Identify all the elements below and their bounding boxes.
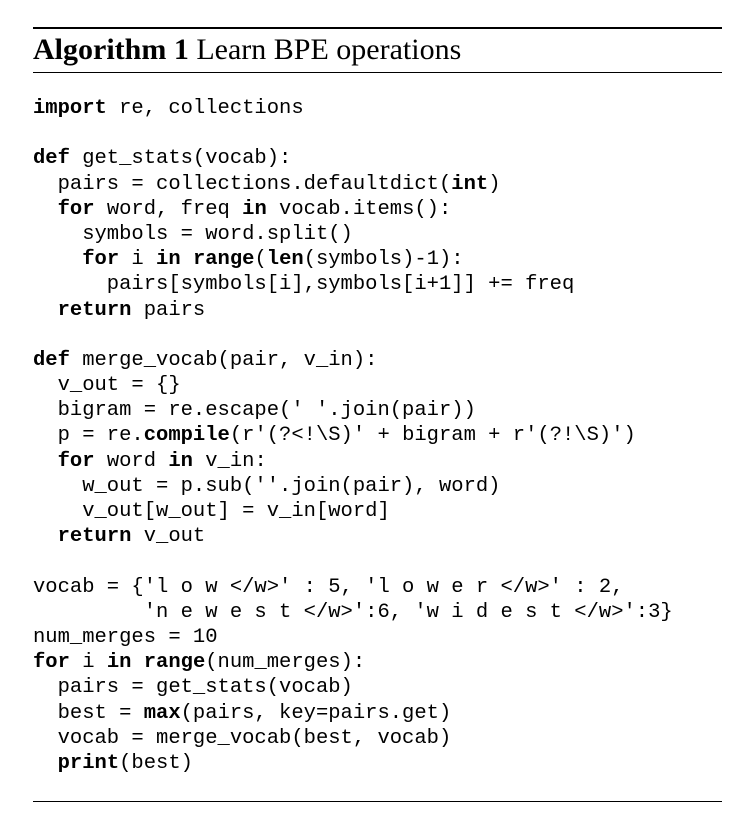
code-text: (pairs, key=pairs.get)	[180, 701, 452, 725]
code-text	[33, 450, 58, 473]
code-line: for word in v_in:	[33, 449, 673, 474]
code-line: p = re.compile(r'(?<!\S)' + bigram + r'(…	[33, 423, 673, 448]
code-text: re, collections	[106, 97, 304, 120]
code-text: get_stats(vocab):	[69, 147, 292, 171]
code-keyword: in	[106, 651, 132, 675]
code-line: bigram = re.escape(' '.join(pair))	[33, 398, 673, 423]
code-line: import re, collections	[33, 96, 673, 121]
code-keyword: def	[33, 147, 70, 171]
code-keyword: range	[192, 248, 255, 272]
code-text	[131, 651, 143, 674]
blank-line	[33, 549, 673, 574]
code-text	[33, 752, 58, 775]
code-text	[33, 299, 58, 322]
code-line: def get_stats(vocab):	[33, 146, 673, 171]
code-text	[181, 248, 193, 271]
blank-line	[33, 121, 673, 146]
code-line: for word, freq in vocab.items():	[33, 197, 673, 222]
code-keyword: def	[33, 348, 70, 372]
code-keyword: for	[33, 651, 70, 675]
code-line: vocab = merge_vocab(best, vocab)	[33, 726, 673, 751]
code-text: bigram = re.escape(' '.join(pair))	[33, 399, 476, 423]
code-text: word	[94, 449, 169, 473]
blank-line	[33, 323, 673, 348]
code-keyword: max	[143, 701, 181, 725]
algorithm-caption: Learn BPE operations	[188, 33, 462, 66]
code-text: v_out	[131, 525, 206, 549]
code-keyword: range	[143, 651, 206, 675]
code-text: w_out = p.sub(''.join(pair), word)	[33, 474, 501, 498]
code-line: return pairs	[33, 298, 673, 323]
code-text: v_out = {}	[33, 374, 181, 398]
code-text: vocab = {'l o w </w>' : 5, 'l o w e r </…	[33, 575, 624, 599]
code-line: return v_out	[33, 524, 673, 549]
code-text: pairs = get_stats(vocab)	[33, 676, 353, 700]
code-text: pairs[symbols[i],symbols[i+1]] += freq	[33, 273, 575, 297]
code-keyword: for	[57, 449, 95, 473]
code-line: pairs = get_stats(vocab)	[33, 675, 673, 700]
algorithm-title: Algorithm 1 Learn BPE operations	[33, 31, 461, 69]
code-line: for i in range(len(symbols)-1):	[33, 247, 673, 272]
code-text: word, freq	[94, 197, 243, 221]
code-text: (r'(?<!\S)' + bigram + r'(?!\S)')	[229, 424, 636, 448]
title-rule	[33, 72, 722, 73]
code-line: v_out[w_out] = v_in[word]	[33, 499, 673, 524]
code-keyword: return	[57, 298, 132, 322]
code-text: i	[69, 651, 107, 675]
code-text: v_in:	[192, 449, 267, 473]
code-text: 'n e w e s t </w>':6, 'w i d e s t </w>'…	[33, 600, 673, 624]
bottom-rule	[33, 801, 722, 802]
code-line: print(best)	[33, 751, 673, 776]
code-keyword: for	[82, 248, 120, 272]
code-keyword: return	[57, 525, 132, 549]
code-line: 'n e w e s t </w>':6, 'w i d e s t </w>'…	[33, 600, 673, 625]
code-keyword: for	[57, 197, 95, 221]
code-line: pairs = collections.defaultdict(int)	[33, 172, 673, 197]
code-text	[33, 525, 58, 548]
top-rule	[33, 27, 722, 29]
code-keyword: in	[168, 449, 193, 473]
code-text: i	[119, 248, 157, 272]
code-text: )	[488, 172, 501, 196]
code-block: import re, collections def get_stats(voca…	[33, 96, 673, 776]
code-keyword: import	[33, 97, 107, 120]
code-line: symbols = word.split()	[33, 222, 673, 247]
code-line: best = max(pairs, key=pairs.get)	[33, 701, 673, 726]
code-text	[33, 248, 82, 271]
code-keyword: compile	[143, 424, 230, 448]
code-text: num_merges = 10	[33, 625, 218, 649]
code-keyword: len	[266, 248, 304, 272]
code-line: for i in range(num_merges):	[33, 650, 673, 675]
code-text: vocab = merge_vocab(best, vocab)	[33, 726, 452, 750]
code-text: (num_merges):	[205, 651, 366, 675]
code-text: pairs = collections.defaultdict(	[33, 172, 452, 196]
code-keyword: in	[242, 197, 267, 221]
code-line: v_out = {}	[33, 373, 673, 398]
code-keyword: print	[57, 751, 120, 775]
code-text: pairs	[131, 298, 206, 322]
code-text: (symbols)-1):	[303, 248, 464, 272]
code-text: merge_vocab(pair, v_in):	[69, 348, 378, 372]
algorithm-label: Algorithm 1	[33, 33, 189, 66]
code-text: symbols = word.split()	[33, 222, 353, 246]
code-text	[33, 198, 58, 221]
code-text: (	[254, 248, 267, 272]
code-line: num_merges = 10	[33, 625, 673, 650]
code-text: best =	[33, 701, 144, 725]
code-line: vocab = {'l o w </w>' : 5, 'l o w e r </…	[33, 575, 673, 600]
code-line: w_out = p.sub(''.join(pair), word)	[33, 474, 673, 499]
code-keyword: in	[156, 248, 181, 272]
code-line: def merge_vocab(pair, v_in):	[33, 348, 673, 373]
code-text: v_out[w_out] = v_in[word]	[33, 500, 390, 523]
code-text: p = re.	[33, 424, 144, 448]
code-keyword: int	[451, 172, 489, 196]
code-text: (best)	[119, 751, 193, 775]
code-text: vocab.items():	[266, 197, 452, 221]
code-line: pairs[symbols[i],symbols[i+1]] += freq	[33, 272, 673, 297]
